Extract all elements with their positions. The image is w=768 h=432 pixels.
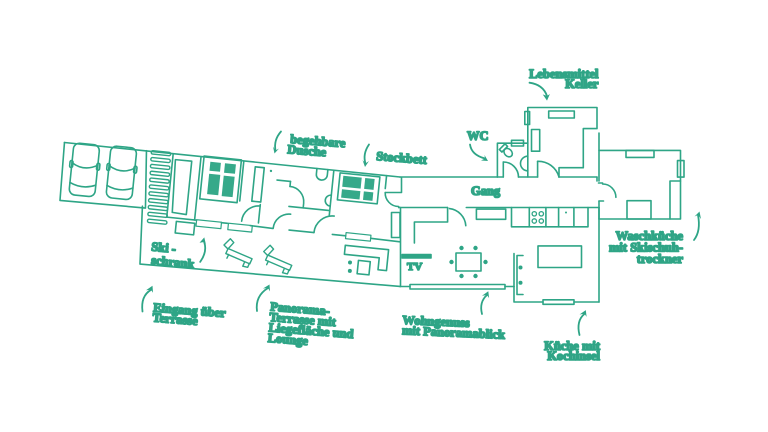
svg-text:mit Panoramablick: mit Panoramablick bbox=[402, 323, 506, 341]
svg-text:Stockbett: Stockbett bbox=[376, 149, 428, 167]
svg-text:Terrasse: Terrasse bbox=[152, 311, 199, 329]
svg-text:Wohngenuss: Wohngenuss bbox=[402, 313, 470, 330]
svg-text:Terrasse mit: Terrasse mit bbox=[269, 310, 337, 329]
svg-text:Küche mit: Küche mit bbox=[544, 339, 601, 353]
svg-text:trockner: trockner bbox=[637, 252, 684, 266]
svg-text:Eingang über: Eingang über bbox=[153, 301, 227, 321]
svg-text:begehbare: begehbare bbox=[290, 132, 347, 150]
svg-text:schrank: schrank bbox=[151, 253, 195, 271]
svg-text:Kochinsel: Kochinsel bbox=[547, 349, 600, 363]
svg-text:mit Skischuh-: mit Skischuh- bbox=[609, 241, 683, 255]
svg-text:Panorama-: Panorama- bbox=[270, 300, 331, 319]
svg-text:Gang: Gang bbox=[471, 184, 501, 198]
svg-text:Dusche: Dusche bbox=[287, 142, 327, 159]
svg-text:Lounge: Lounge bbox=[267, 331, 309, 348]
svg-text:WC: WC bbox=[467, 129, 489, 143]
svg-text:Keller: Keller bbox=[565, 77, 599, 91]
svg-text:TV: TV bbox=[407, 261, 422, 273]
svg-text:Ski -: Ski - bbox=[151, 240, 177, 256]
svg-text:Lebensmittel: Lebensmittel bbox=[529, 67, 599, 81]
svg-text:Waschküche: Waschküche bbox=[616, 229, 684, 243]
